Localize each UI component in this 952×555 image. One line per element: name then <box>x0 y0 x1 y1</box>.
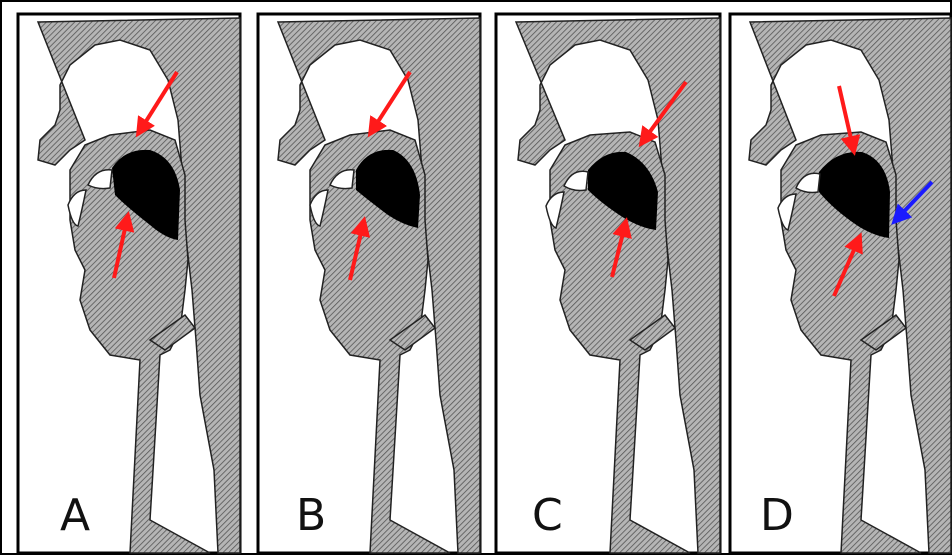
panel-label: A <box>60 490 90 541</box>
panel-c: C <box>496 14 720 553</box>
panel-label: B <box>296 490 326 541</box>
panel-b: B <box>258 14 480 553</box>
panel-d: D <box>730 14 951 553</box>
panel-label: C <box>532 490 563 541</box>
panel-label: D <box>760 490 794 541</box>
panel-a: A <box>18 14 240 553</box>
